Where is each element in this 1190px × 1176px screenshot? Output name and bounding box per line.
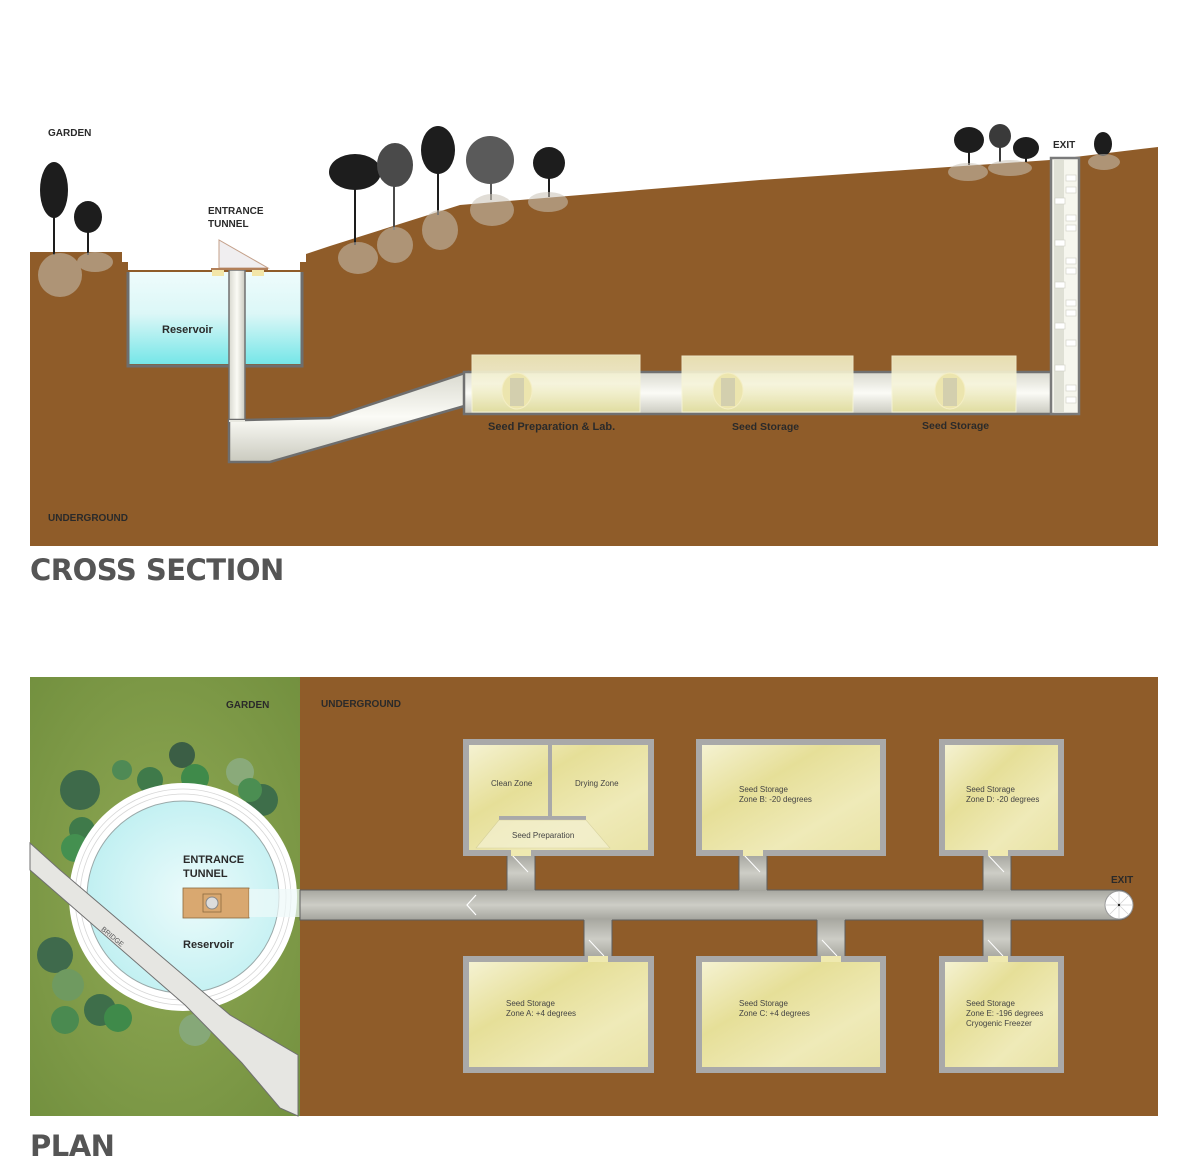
reservoir-cross-section [126, 272, 304, 368]
plan-bridge [29, 841, 299, 1117]
cross-section-reservoir-label: Reservoir [162, 324, 213, 336]
cross-section-garden-label: GARDEN [48, 128, 92, 139]
plan-exit-label: EXIT [1111, 875, 1134, 886]
tree-icon [466, 136, 514, 200]
tree-icon [533, 147, 565, 197]
entrance-canopy [211, 239, 270, 276]
tree-icon [1013, 137, 1039, 162]
root-systems [38, 154, 1120, 297]
tree-silhouettes [40, 124, 1112, 255]
plan-entrance-label-line2: TUNNEL [183, 868, 228, 880]
tree-icon [989, 124, 1011, 162]
cross-section-underground-label: UNDERGROUND [48, 513, 128, 524]
chamber-seed-prep [471, 354, 641, 413]
room-label-zone-c: Seed Storage Zone C: +4 degrees [739, 999, 810, 1018]
tree-icon [421, 126, 455, 215]
plan-main-corridor [299, 854, 1134, 959]
cross-section-entrance-label-line2: TUNNEL [208, 219, 249, 230]
tree-icon [74, 201, 102, 255]
cross-section-entrance-label-line1: ENTRANCE [208, 206, 264, 217]
plan-garden-label: GARDEN [226, 700, 270, 711]
cross-section-exit-label: EXIT [1053, 140, 1076, 151]
chamber-seed-storage-2 [891, 355, 1017, 413]
chamber-label-seed-storage-1: Seed Storage [732, 421, 800, 433]
room-label-zone-e: Seed Storage Zone E: -196 degrees Cryoge… [966, 999, 1044, 1028]
plan-entrance-label-line1: ENTRANCE [183, 854, 245, 866]
chamber-seed-storage-1 [681, 355, 854, 413]
room-label-drying-zone: Drying Zone [575, 779, 619, 788]
room-label-seed-preparation: Seed Preparation [512, 831, 575, 840]
room-label-zone-a: Seed Storage Zone A: +4 degrees [506, 999, 577, 1018]
plan-title: PLAN [30, 1129, 115, 1163]
tree-icon [1094, 132, 1112, 156]
plan-rooms [463, 739, 1064, 1073]
exit-shaft [1049, 156, 1081, 416]
chamber-label-seed-storage-2: Seed Storage [922, 420, 990, 432]
plan-reservoir-label: Reservoir [183, 939, 234, 951]
cross-section-title: CROSS SECTION [30, 553, 284, 587]
chamber-label-seed-prep: Seed Preparation & Lab. [488, 421, 616, 433]
plan-underground-label: UNDERGROUND [321, 699, 401, 710]
plan-exit-hatch [1104, 890, 1134, 920]
tree-icon [954, 127, 984, 165]
plan-entrance-platform [182, 887, 300, 919]
tree-icon [329, 154, 381, 245]
room-label-zone-d: Seed Storage Zone D: -20 degrees [966, 785, 1040, 804]
room-label-zone-b: Seed Storage Zone B: -20 degrees [739, 785, 812, 804]
tree-icon [40, 162, 68, 255]
room-label-clean-zone: Clean Zone [491, 779, 533, 788]
tree-icon [377, 143, 413, 230]
